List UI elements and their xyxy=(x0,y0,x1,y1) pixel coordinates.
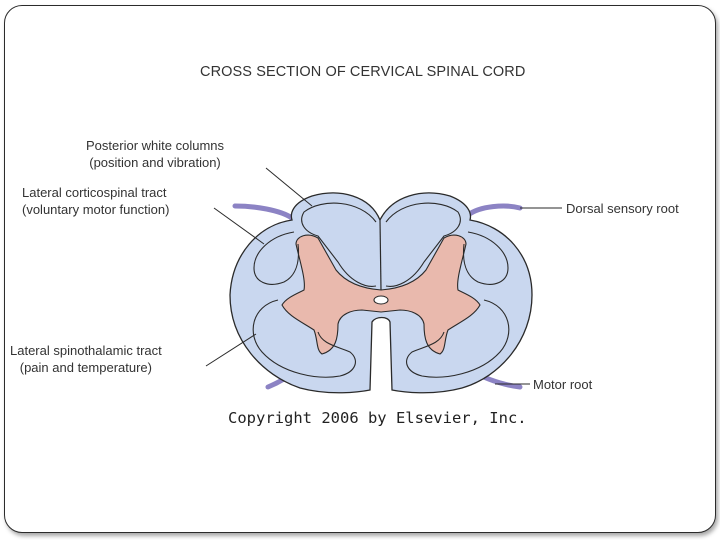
label-lateral-spinothalamic: Lateral spinothalamic tract (pain and te… xyxy=(10,342,162,376)
posterior-column-left xyxy=(301,202,377,287)
label-dorsal-sensory-root: Dorsal sensory root xyxy=(566,201,679,216)
leader-lateral-corticospinal xyxy=(213,207,265,245)
leader-lateral-spinothalamic xyxy=(205,333,257,367)
left-dorsal-root xyxy=(232,203,295,221)
label-posterior-name: Posterior white columns xyxy=(86,138,224,153)
right-dorsal-root xyxy=(465,203,523,218)
lateral-corticospinal-left xyxy=(253,231,300,285)
label-corticospinal-function: (voluntary motor function) xyxy=(22,202,170,217)
label-posterior-function: (position and vibration) xyxy=(89,155,221,170)
label-spinothalamic-name: Lateral spinothalamic tract xyxy=(10,343,162,358)
diagram-title: CROSS SECTION OF CERVICAL SPINAL CORD xyxy=(200,64,526,80)
central-canal xyxy=(373,295,389,305)
lateral-spinothalamic-right xyxy=(406,299,510,378)
lateral-corticospinal-right xyxy=(462,231,509,285)
label-motor-root: Motor root xyxy=(533,377,593,392)
posterior-column-right xyxy=(385,202,461,287)
lateral-spinothalamic-left xyxy=(252,299,356,378)
leader-posterior-columns xyxy=(265,167,313,207)
label-posterior-white-columns: Posterior white columns (position and vi… xyxy=(86,137,224,171)
label-lateral-corticospinal: Lateral corticospinal tract (voluntary m… xyxy=(22,184,169,218)
label-spinothalamic-function: (pain and temperature) xyxy=(19,360,152,375)
label-corticospinal-name: Lateral corticospinal tract xyxy=(22,185,167,200)
copyright-notice: Copyright 2006 by Elsevier, Inc. xyxy=(228,409,527,427)
gray-matter xyxy=(281,234,481,355)
posterior-median-septum xyxy=(379,219,382,291)
leader-lines xyxy=(205,167,562,385)
